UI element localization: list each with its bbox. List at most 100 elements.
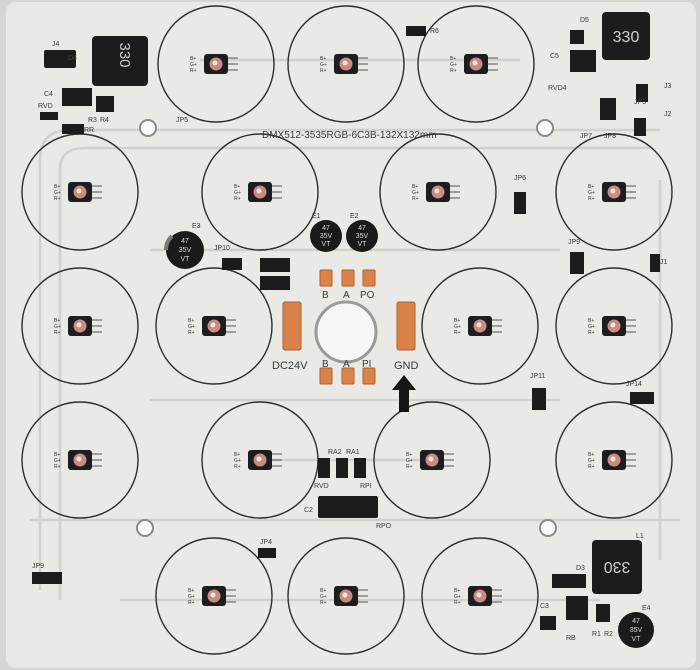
svg-text:J1: J1: [660, 259, 668, 266]
svg-text:E1: E1: [312, 213, 321, 220]
svg-text:L1: L1: [636, 533, 644, 540]
svg-text:E2: E2: [350, 213, 359, 220]
led-circle: [287, 537, 405, 655]
svg-text:JP6: JP6: [514, 175, 526, 182]
svg-text:VT: VT: [358, 241, 368, 248]
led-circle: [379, 133, 497, 251]
svg-text:D5: D5: [580, 17, 589, 24]
svg-text:C3: C3: [540, 603, 549, 610]
svg-text:JP9: JP9: [32, 563, 44, 570]
led-pin-label: G+: [234, 458, 241, 464]
mounting-holes: [136, 119, 557, 537]
svg-text:RPO: RPO: [376, 523, 392, 530]
svg-text:JP3: JP3: [634, 99, 646, 106]
svg-text:R4: R4: [100, 117, 109, 124]
led-3535: B+G+R+: [320, 586, 368, 606]
svg-text:330: 330: [116, 42, 133, 67]
led-3535: B+G+R+: [454, 586, 502, 606]
led-circle: [421, 537, 539, 655]
svg-text:E3: E3: [192, 223, 201, 230]
led-pin-label: B+: [190, 56, 196, 62]
led-pin-label: B+: [406, 452, 412, 458]
led-pin-label: B+: [234, 452, 240, 458]
led-3535: B+G+R+: [406, 450, 454, 470]
led-pin-label: B+: [588, 452, 594, 458]
led-pin-label: R+: [320, 600, 327, 606]
capacitor-e1: 47 35V VT: [310, 220, 342, 252]
svg-text:35V: 35V: [179, 247, 192, 254]
svg-text:35V: 35V: [320, 233, 333, 240]
svg-text:R3: R3: [88, 117, 97, 124]
svg-text:RVD: RVD: [314, 483, 329, 490]
led-pin-label: B+: [234, 184, 240, 190]
led-pin-label: B+: [320, 56, 326, 62]
mounting-hole: [139, 119, 157, 137]
svg-text:D4: D4: [68, 55, 77, 62]
svg-text:RVD4: RVD4: [548, 85, 567, 92]
led-pin-label: G+: [588, 458, 595, 464]
svg-text:JP5: JP5: [176, 117, 188, 124]
led-pin-label: R+: [454, 330, 461, 336]
svg-text:VT: VT: [322, 241, 332, 248]
led-pin-label: B+: [588, 184, 594, 190]
led-pin-label: R+: [234, 196, 241, 202]
inductor-bottom-right: 330: [592, 540, 642, 594]
svg-text:J2: J2: [664, 111, 672, 118]
svg-text:47: 47: [322, 225, 330, 232]
led-pin-label: R+: [188, 600, 195, 606]
led-3535: B+G+R+: [54, 182, 102, 202]
led-circle: [201, 133, 319, 251]
led-pin-label: B+: [412, 184, 418, 190]
led-pin-label: G+: [588, 190, 595, 196]
capacitor-e3: 47 35V VT: [163, 231, 204, 269]
svg-text:J4: J4: [52, 41, 60, 48]
svg-text:R6: R6: [430, 28, 439, 35]
copper-pads: [282, 269, 416, 385]
mounting-hole: [536, 119, 554, 137]
led-3535: B+G+R+: [234, 450, 282, 470]
svg-text:D3: D3: [576, 565, 585, 572]
capacitor-e4: 47 35V VT: [618, 612, 654, 648]
led-pin-label: G+: [320, 594, 327, 600]
svg-text:JP4: JP4: [260, 539, 272, 546]
led-3535: B+G+R+: [412, 182, 460, 202]
led-3535: B+G+R+: [54, 316, 102, 336]
led-pin-label: B+: [454, 318, 460, 324]
mounting-hole: [539, 519, 557, 537]
led-circle: [555, 133, 673, 251]
svg-text:RB: RB: [566, 635, 576, 642]
board-title: DMX512-3535RGB-6C3B-132X132mm: [262, 130, 437, 141]
led-pin-label: R+: [450, 68, 457, 74]
label-b-top: B: [322, 290, 329, 301]
led-pin-label: R+: [54, 196, 61, 202]
led-pin-label: G+: [54, 190, 61, 196]
led-pin-label: R+: [54, 330, 61, 336]
led-pin-label: B+: [54, 184, 60, 190]
led-3535: B+G+R+: [588, 316, 636, 336]
inductor-top-right: 330: [602, 12, 650, 60]
led-3535: B+G+R+: [54, 450, 102, 470]
led-circle: [155, 537, 273, 655]
led-pin-label: R+: [320, 68, 327, 74]
label-ground: GND: [394, 360, 419, 372]
led-circle: [21, 401, 139, 519]
led-pin-label: G+: [54, 458, 61, 464]
arrow-up-icon: [392, 375, 416, 412]
led-pin-label: G+: [588, 324, 595, 330]
led-pin-label: G+: [454, 594, 461, 600]
led-circle: [555, 401, 673, 519]
label-b-bot: B: [322, 359, 329, 370]
led-3535: B+G+R+: [190, 54, 238, 74]
led-pin-label: R+: [588, 196, 595, 202]
svg-text:35V: 35V: [630, 627, 643, 634]
pad-dc24v: [282, 301, 302, 351]
led-pin-label: G+: [320, 62, 327, 68]
led-pin-label: R+: [588, 330, 595, 336]
led-pin-label: G+: [454, 324, 461, 330]
svg-text:RA2: RA2: [328, 449, 342, 456]
svg-text:R2: R2: [604, 631, 613, 638]
label-a-bot: A: [343, 359, 350, 370]
label-power: DC24V: [272, 360, 308, 372]
pad-b-top: [319, 269, 333, 287]
led-pin-label: G+: [412, 190, 419, 196]
